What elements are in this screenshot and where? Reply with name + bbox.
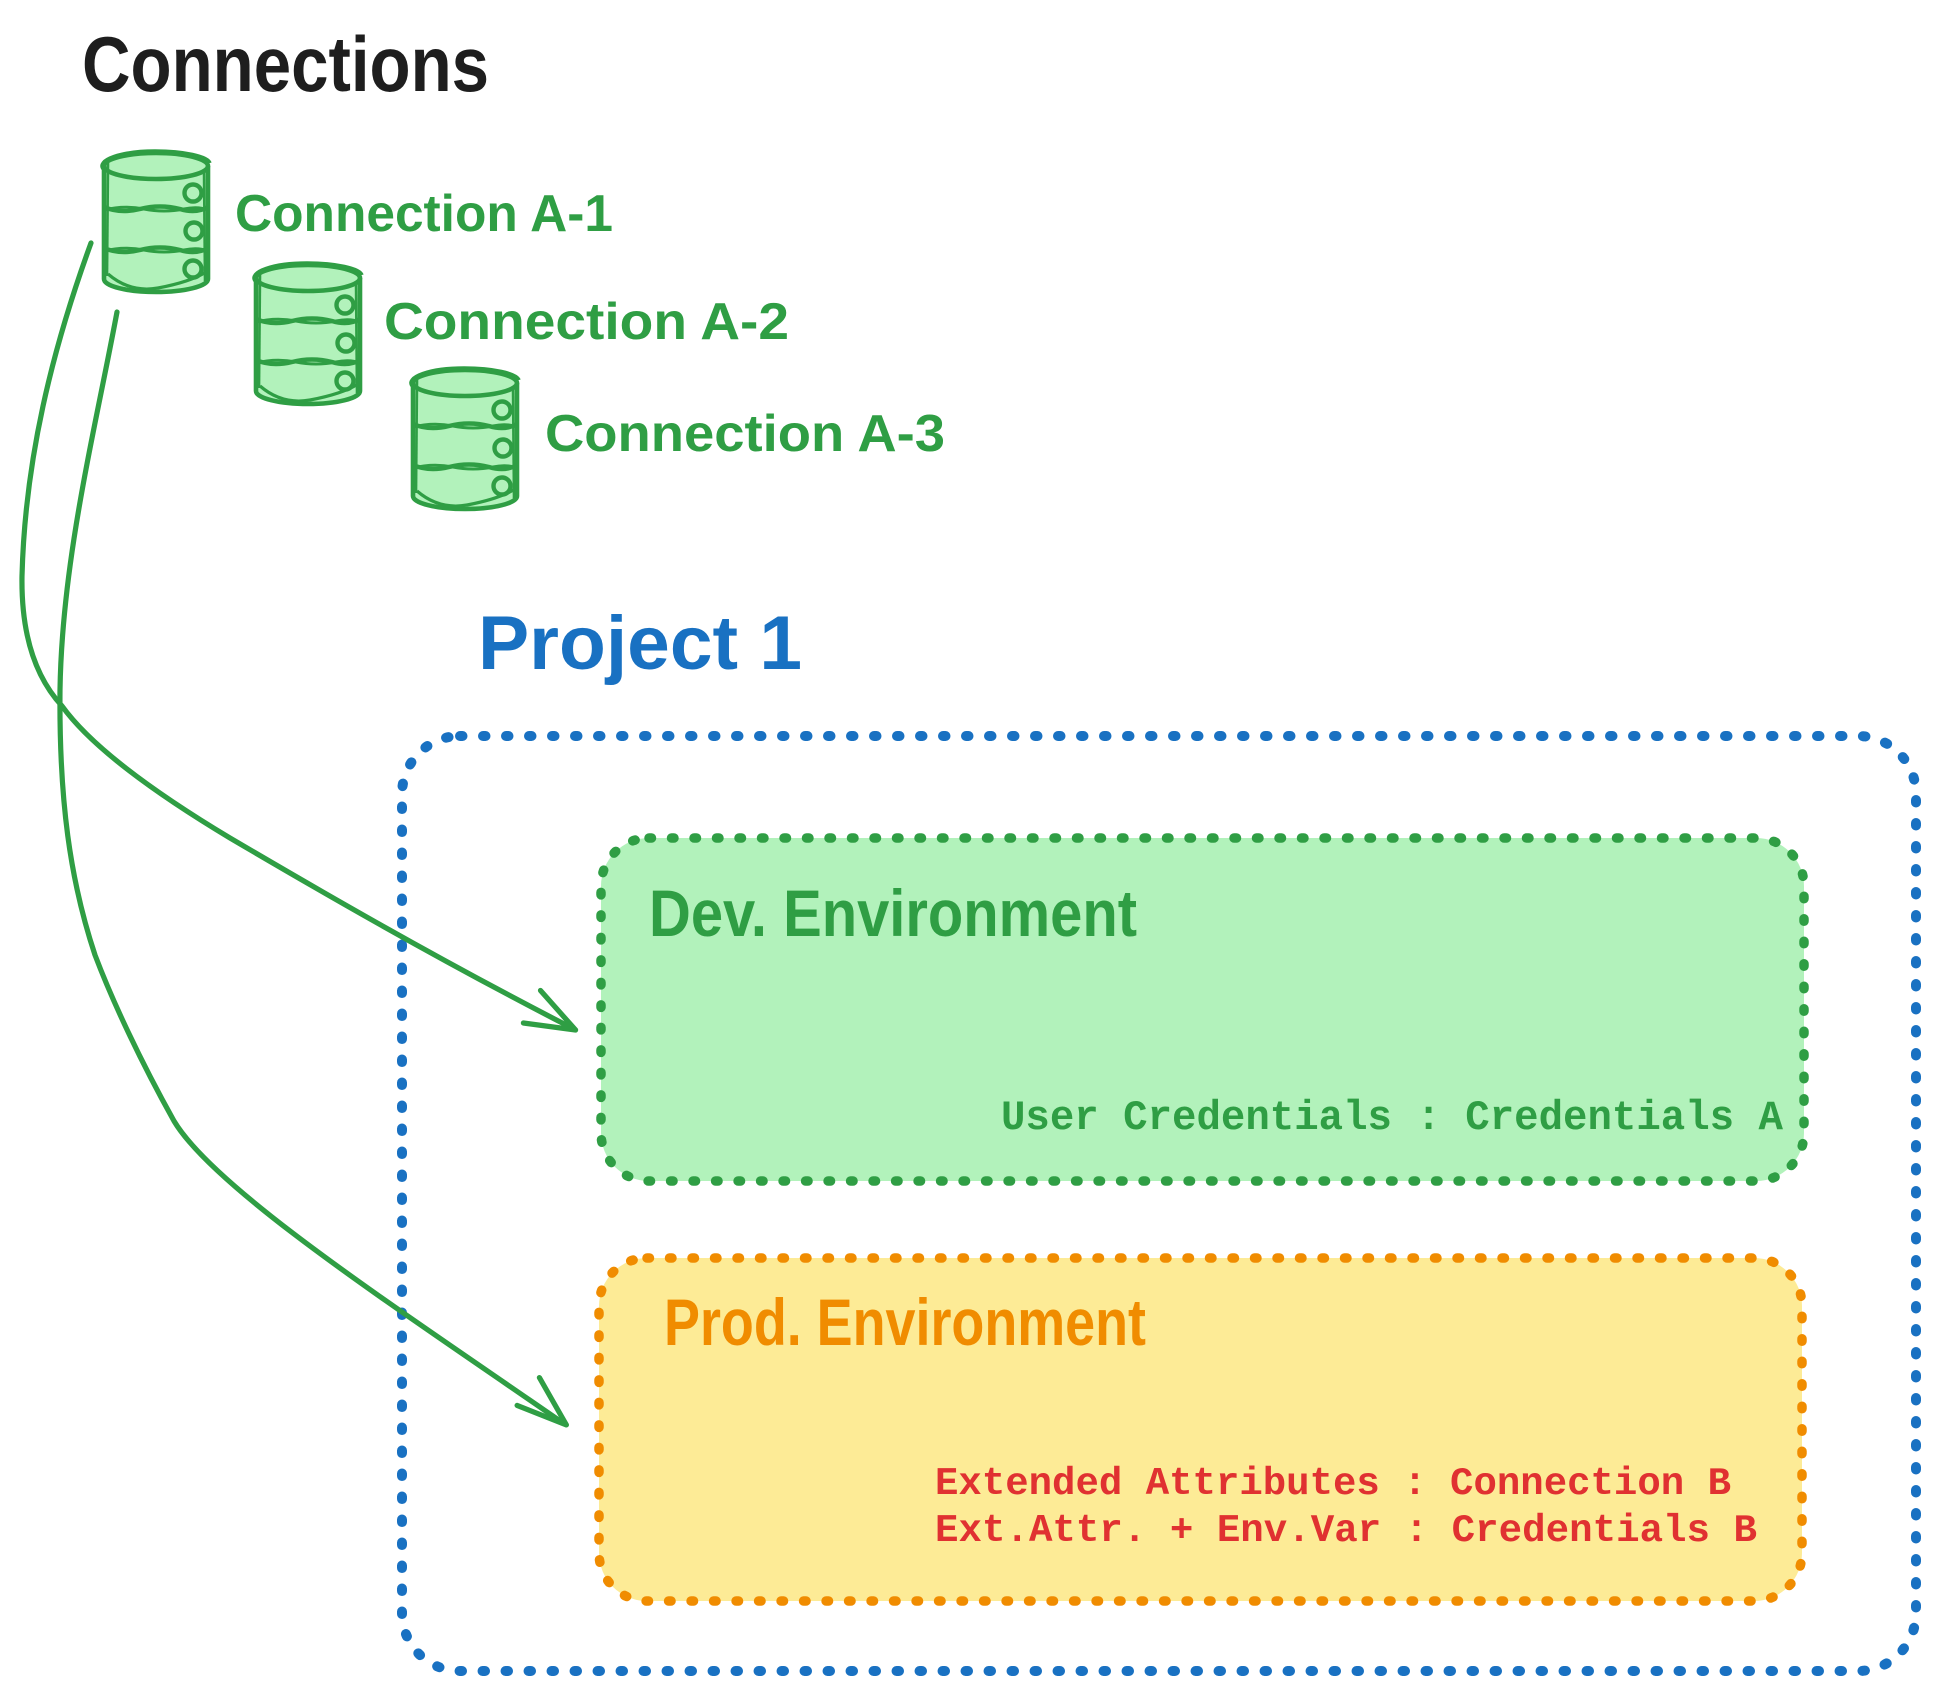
- svg-text:Prod. Environment: Prod. Environment: [664, 1285, 1146, 1359]
- svg-text:Dev. Environment: Dev. Environment: [649, 876, 1137, 950]
- svg-text:Connection A-3: Connection A-3: [545, 405, 945, 463]
- svg-text:Connections: Connections: [82, 20, 489, 108]
- svg-text:Ext.Attr. + Env.Var : Credenti: Ext.Attr. + Env.Var : Credentials B: [935, 1509, 1757, 1553]
- svg-text:User Credentials : Credentials: User Credentials : Credentials A: [1001, 1095, 1783, 1142]
- svg-text:Connection A-2: Connection A-2: [384, 293, 789, 351]
- svg-text:Project 1: Project 1: [478, 601, 802, 686]
- svg-text:Extended Attributes : Connecti: Extended Attributes : Connection B: [935, 1462, 1731, 1506]
- svg-text:Connection A-1: Connection A-1: [235, 185, 613, 243]
